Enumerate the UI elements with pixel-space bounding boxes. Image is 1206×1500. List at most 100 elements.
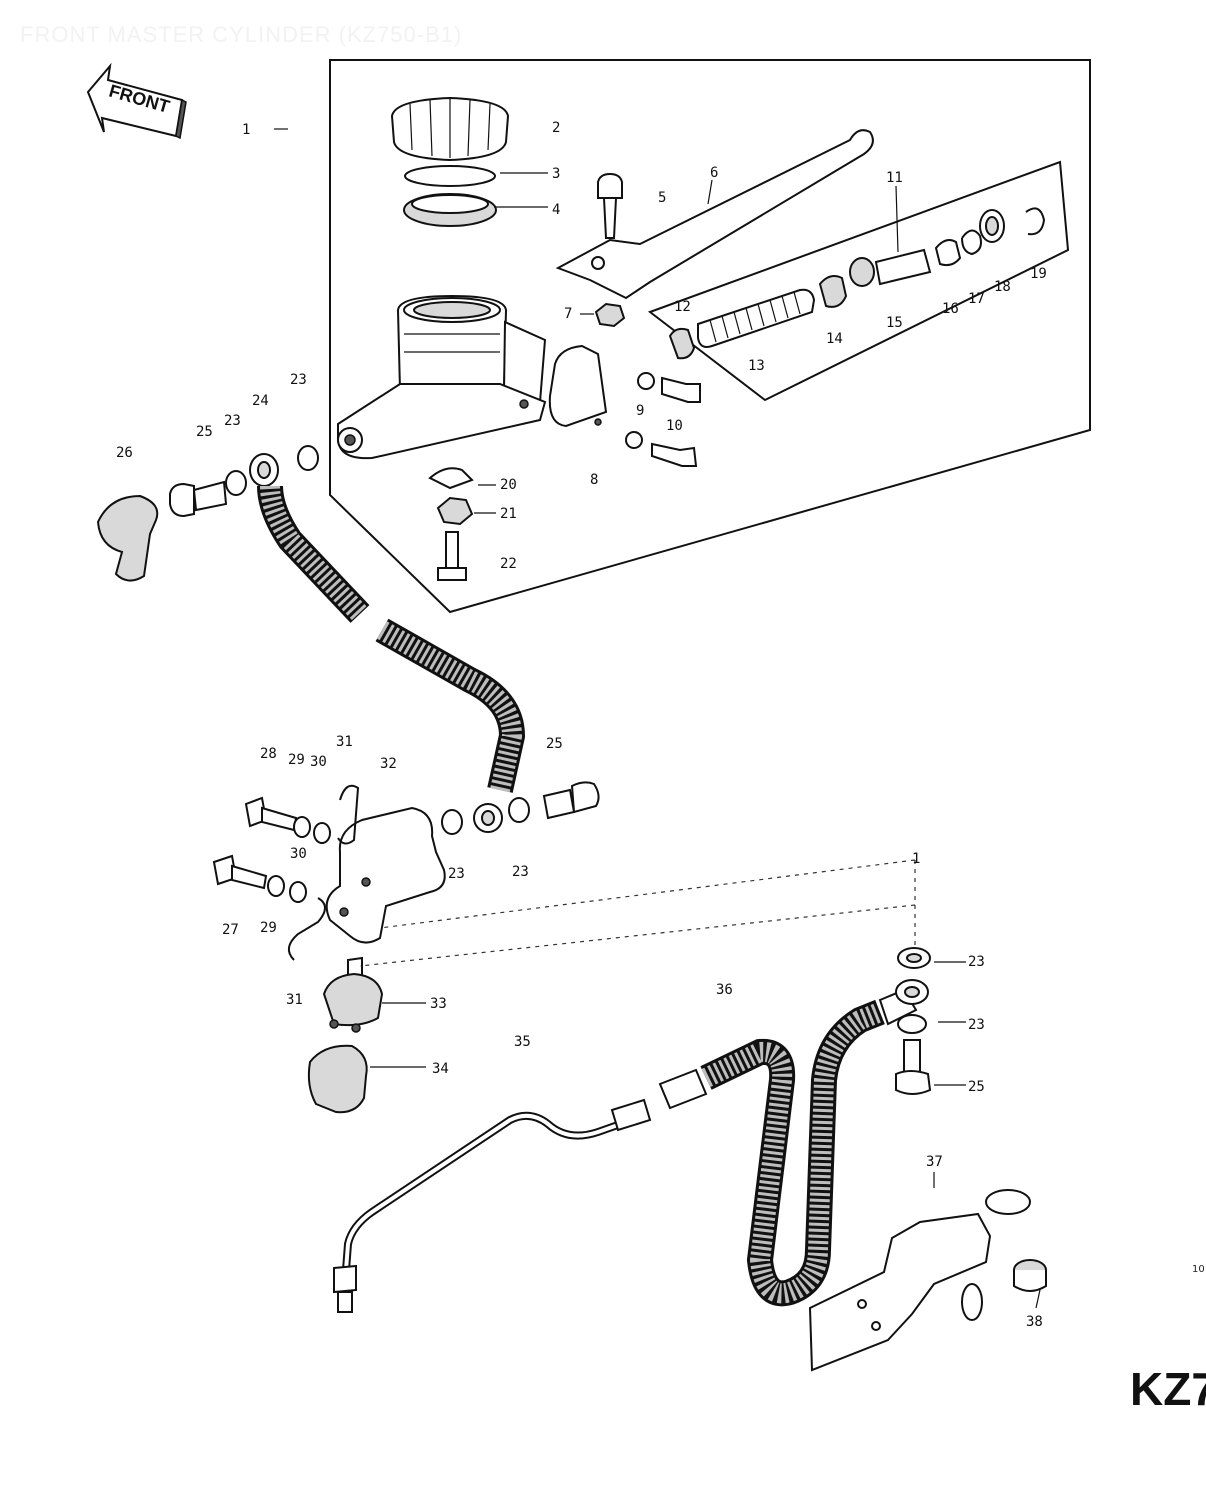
master-cylinder-body xyxy=(337,294,547,460)
callout-2: 2 xyxy=(552,120,560,136)
washer-23-d xyxy=(508,797,530,823)
callout-20: 20 xyxy=(500,477,517,493)
callout-numbers: 1 2 3 4 5 6 7 8 9 10 11 12 13 14 15 16 1… xyxy=(116,120,1047,1330)
brake-lever xyxy=(555,129,874,300)
washer-30-lower xyxy=(289,881,307,903)
clip-31-lower xyxy=(287,897,326,961)
callout-1: 1 xyxy=(242,122,250,138)
piston-stop-18 xyxy=(979,209,1005,243)
callout-24: 24 xyxy=(252,393,269,409)
front-direction-arrow: FRONT xyxy=(86,62,187,140)
reservoir-cap xyxy=(390,96,510,162)
callout-25-lower: 25 xyxy=(968,1079,985,1095)
circlip-19 xyxy=(1025,207,1046,236)
bolt-28 xyxy=(244,796,298,832)
callout-34: 34 xyxy=(432,1061,449,1077)
callout-13: 13 xyxy=(748,358,765,374)
callout-3: 3 xyxy=(552,166,560,182)
callout-23-f: 23 xyxy=(968,1017,985,1033)
callout-23-d: 23 xyxy=(512,864,529,880)
washer-29-lower xyxy=(267,875,285,897)
callout-10: 10 xyxy=(666,418,683,434)
piston-spring-13 xyxy=(697,288,816,348)
callout-11: 11 xyxy=(886,170,903,186)
callout-8: 8 xyxy=(590,472,598,488)
banjo-bolt-25-middle xyxy=(542,781,600,820)
piston-15 xyxy=(849,248,932,287)
banjo-fitting-24 xyxy=(249,453,279,487)
callout-22: 22 xyxy=(500,556,517,572)
bleeder-cap-20 xyxy=(428,467,474,490)
screw-22 xyxy=(437,531,467,581)
washer-9-upper xyxy=(637,372,655,390)
callout-25-upper: 25 xyxy=(196,424,213,440)
washer-30-upper xyxy=(313,822,331,844)
hose-bracket-37 xyxy=(808,1189,1031,1372)
primary-cup-14 xyxy=(818,275,848,308)
bolt-10-lower xyxy=(651,442,698,467)
switch-cover-34 xyxy=(307,1044,368,1114)
callout-12: 12 xyxy=(674,299,691,315)
hose-banjo-middle xyxy=(473,803,503,833)
callout-23-a: 23 xyxy=(290,372,307,388)
piston-kit-outline xyxy=(647,160,1070,402)
brake-light-switch-33 xyxy=(322,956,384,1033)
secondary-cup-16 xyxy=(934,239,962,267)
washer-23-c xyxy=(441,809,463,835)
callout-28: 28 xyxy=(260,746,277,762)
dust-seal-12 xyxy=(668,327,696,360)
washer-9-lower xyxy=(625,431,643,449)
callout-26: 26 xyxy=(116,445,133,461)
callout-33: 33 xyxy=(430,996,447,1012)
washer-23-b xyxy=(225,470,247,496)
brake-hose-36 xyxy=(658,999,885,1307)
callout-32: 32 xyxy=(380,756,397,772)
diaphragm xyxy=(403,193,497,227)
callout-37: 37 xyxy=(926,1154,943,1170)
callout-1-lower: 1 xyxy=(912,851,920,867)
stopper-17 xyxy=(961,229,982,256)
callout-leaders xyxy=(274,128,1041,1309)
page-title: FRONT MASTER CYLINDER (KZ750-B1) xyxy=(20,22,463,47)
banjo-bolt-25-lower xyxy=(895,1039,932,1095)
callout-23-b: 23 xyxy=(224,413,241,429)
callout-29-lower: 29 xyxy=(260,920,277,936)
callout-9: 9 xyxy=(636,403,644,419)
callout-27: 27 xyxy=(222,922,239,938)
clip-31-upper xyxy=(337,784,360,845)
callout-4: 4 xyxy=(552,202,560,218)
banjo-bolt-25-upper xyxy=(169,480,228,518)
callout-23-c: 23 xyxy=(448,866,465,882)
callout-17: 17 xyxy=(968,291,985,307)
callout-31-lower: 31 xyxy=(286,992,303,1008)
three-way-joint-32 xyxy=(325,806,446,944)
washer-29-upper xyxy=(293,816,311,838)
washer-23-f xyxy=(897,1014,927,1034)
bolt-10-upper xyxy=(661,376,701,403)
callout-15: 15 xyxy=(886,315,903,331)
washer-23-e xyxy=(897,947,931,969)
callout-35: 35 xyxy=(514,1034,531,1050)
brake-pipe-35 xyxy=(333,1098,652,1313)
master-cylinder-assembly-outline xyxy=(329,59,1091,614)
callout-23-e: 23 xyxy=(968,954,985,970)
callout-18: 18 xyxy=(994,279,1011,295)
grommet-38 xyxy=(1013,1259,1047,1292)
nut-21 xyxy=(436,496,474,526)
page-reference: 10 xyxy=(1192,1264,1205,1275)
model-corner-label: KZ7 xyxy=(1130,1363,1206,1415)
callout-29-upper: 29 xyxy=(288,752,305,768)
hose-banjo-lower xyxy=(878,979,929,1026)
boot-cover-26 xyxy=(96,494,159,582)
callout-5: 5 xyxy=(658,190,666,206)
upper-brake-hose xyxy=(257,485,526,793)
callout-38: 38 xyxy=(1026,1314,1043,1330)
handlebar-clamp xyxy=(548,344,608,428)
callout-30-upper: 30 xyxy=(310,754,327,770)
diaphragm-plate xyxy=(404,165,496,187)
callout-30-lower: 30 xyxy=(290,846,307,862)
callout-31-upper: 31 xyxy=(336,734,353,750)
callout-6: 6 xyxy=(710,165,718,181)
bolt-27 xyxy=(212,854,268,890)
